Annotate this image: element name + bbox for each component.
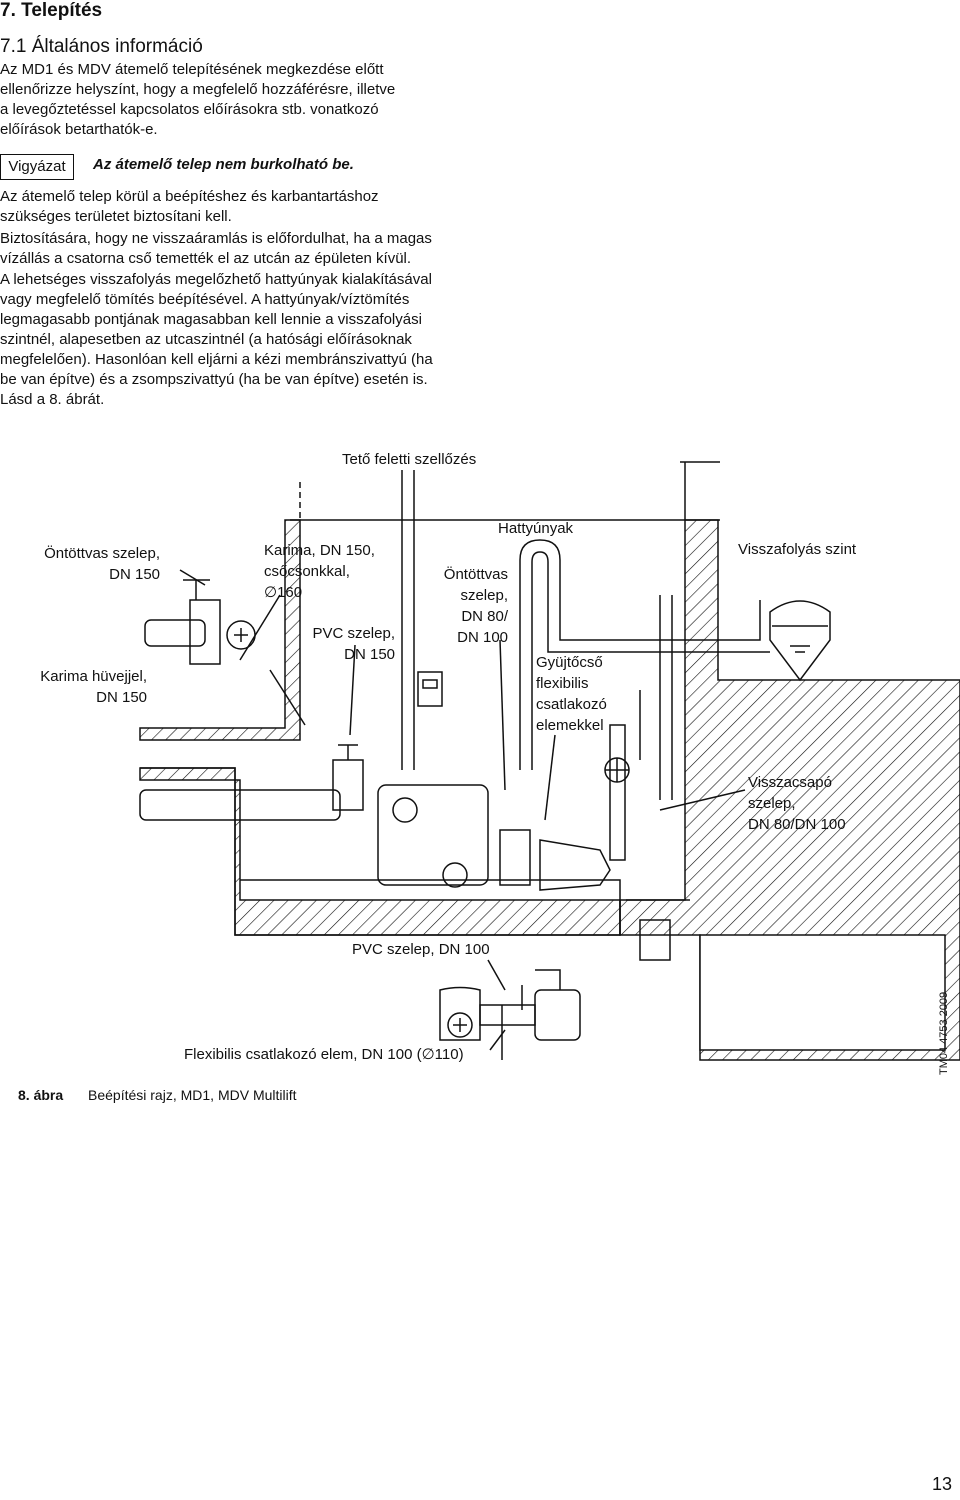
para-line: szintnél, alapesetben az utcaszintnél (a… <box>0 331 412 348</box>
label-line: Karima, DN 150, <box>264 542 375 559</box>
label-collector: Gyüjtőcső flexibilis csatlakozó elemekke… <box>536 652 607 736</box>
intro-line: előírások betarthatók-e. <box>0 121 158 138</box>
label-line: Visszacsapó <box>748 774 832 791</box>
label-line: DN 80/ <box>461 608 508 625</box>
para-line: vízállás a csatorna cső temették el az u… <box>0 250 412 267</box>
label-line: ∅160 <box>264 584 303 601</box>
section-heading: 7. Telepítés <box>0 0 103 21</box>
label-pvc-valve-100: PVC szelep, DN 100 <box>352 941 490 958</box>
label-line: Öntöttvas szelep, <box>44 545 160 562</box>
label-check-valve: Visszacsapó szelep, DN 80/DN 100 <box>748 772 846 835</box>
page-number: 13 <box>932 1474 953 1494</box>
installation-drawing <box>139 461 960 1061</box>
para-line: szükséges területet biztosítani kell. <box>0 208 232 225</box>
para-line: Lásd a 8. ábrát. <box>0 391 105 408</box>
figure-tm-code: TM04 4753 2009 <box>938 991 950 1075</box>
para-line: Az átemelő telep körül a beépítéshez és … <box>0 188 379 205</box>
label-line: szelep, <box>748 795 796 812</box>
gooseneck-pipe <box>519 539 761 770</box>
label-line: csőcsonkkal, <box>264 563 350 580</box>
para-line: be van építve) és a zsompszivattyú (ha b… <box>0 371 428 388</box>
subsection-heading: 7.1 Általános információ <box>0 36 203 57</box>
intro-line: ellenőrizze helyszínt, hogy a megfelelő … <box>0 81 396 98</box>
figure-number: 8. ábra <box>18 1087 64 1103</box>
label-line: flexibilis <box>536 675 589 692</box>
figure-caption: Beépítési rajz, MD1, MDV Multilift <box>88 1087 297 1103</box>
pump-tank <box>377 784 489 886</box>
para-line: vagy megfelelő tömítés beépítésével. A h… <box>0 291 410 308</box>
vent-pipe <box>401 470 415 770</box>
paragraph-backflow: Biztosítására, hogy ne visszaáramlás is … <box>0 229 470 269</box>
label-line: csatlakozó <box>536 696 607 713</box>
label-flange-150: Karima, DN 150, csőcsonkkal, ∅160 <box>264 540 375 603</box>
para-line: megfelelően). Hasonlóan kell eljárni a k… <box>0 351 433 368</box>
label-line: elemekkel <box>536 717 604 734</box>
label-pvc-valve-150: PVC szelep, DN 150 <box>290 623 395 665</box>
label-line: DN 150 <box>344 646 395 663</box>
label-roof-vent: Tető feletti szellőzés <box>342 451 477 468</box>
label-line: szelep, <box>460 587 508 604</box>
label-flange-sleeve: Karima hüvejjel, DN 150 <box>20 666 147 708</box>
label-backflow-level: Visszafolyás szint <box>738 541 857 558</box>
warning-text: Az átemelő telep nem burkolható be. <box>93 156 354 173</box>
wall-right <box>619 519 960 1061</box>
warning-label: Vigyázat <box>0 154 74 180</box>
label-line: Gyüjtőcső <box>536 654 603 671</box>
intro-paragraph: Az MD1 és MDV átemelő telepítésének megk… <box>0 60 470 140</box>
label-flex-joint: Flexibilis csatlakozó elem, DN 100 (∅110… <box>184 1046 464 1063</box>
label-cast-valve-150: Öntöttvas szelep, DN 150 <box>30 543 160 585</box>
label-line: DN 100 <box>457 629 508 646</box>
label-line: DN 150 <box>109 566 160 583</box>
label-line: DN 80/DN 100 <box>748 816 846 833</box>
intro-line: Az MD1 és MDV átemelő telepítésének megk… <box>0 61 384 78</box>
label-gooseneck: Hattyúnyak <box>498 520 574 537</box>
para-line: legmagasabb pontjának magasabban kell le… <box>0 311 422 328</box>
label-line: Karima hüvejjel, <box>40 668 147 685</box>
para-line: A lehetséges visszafolyás megelőzhető ha… <box>0 271 432 288</box>
intro-line: a levegőztetéssel kapcsolatos előírásokr… <box>0 101 379 118</box>
backflow-tank <box>769 600 831 682</box>
wall-left-upper <box>139 519 301 741</box>
label-line: DN 150 <box>96 689 147 706</box>
para-line: Biztosítására, hogy ne visszaáramlás is … <box>0 230 432 247</box>
paragraph-space: Az átemelő telep körül a beépítéshez és … <box>0 187 470 227</box>
paragraph-gooseneck: A lehetséges visszafolyás megelőzhető ha… <box>0 270 470 410</box>
control-box <box>417 671 443 707</box>
label-cast-valve-80: Öntöttvas szelep, DN 80/ DN 100 <box>420 564 508 648</box>
label-line: PVC szelep, <box>312 625 395 642</box>
label-line: Öntöttvas <box>443 566 508 583</box>
